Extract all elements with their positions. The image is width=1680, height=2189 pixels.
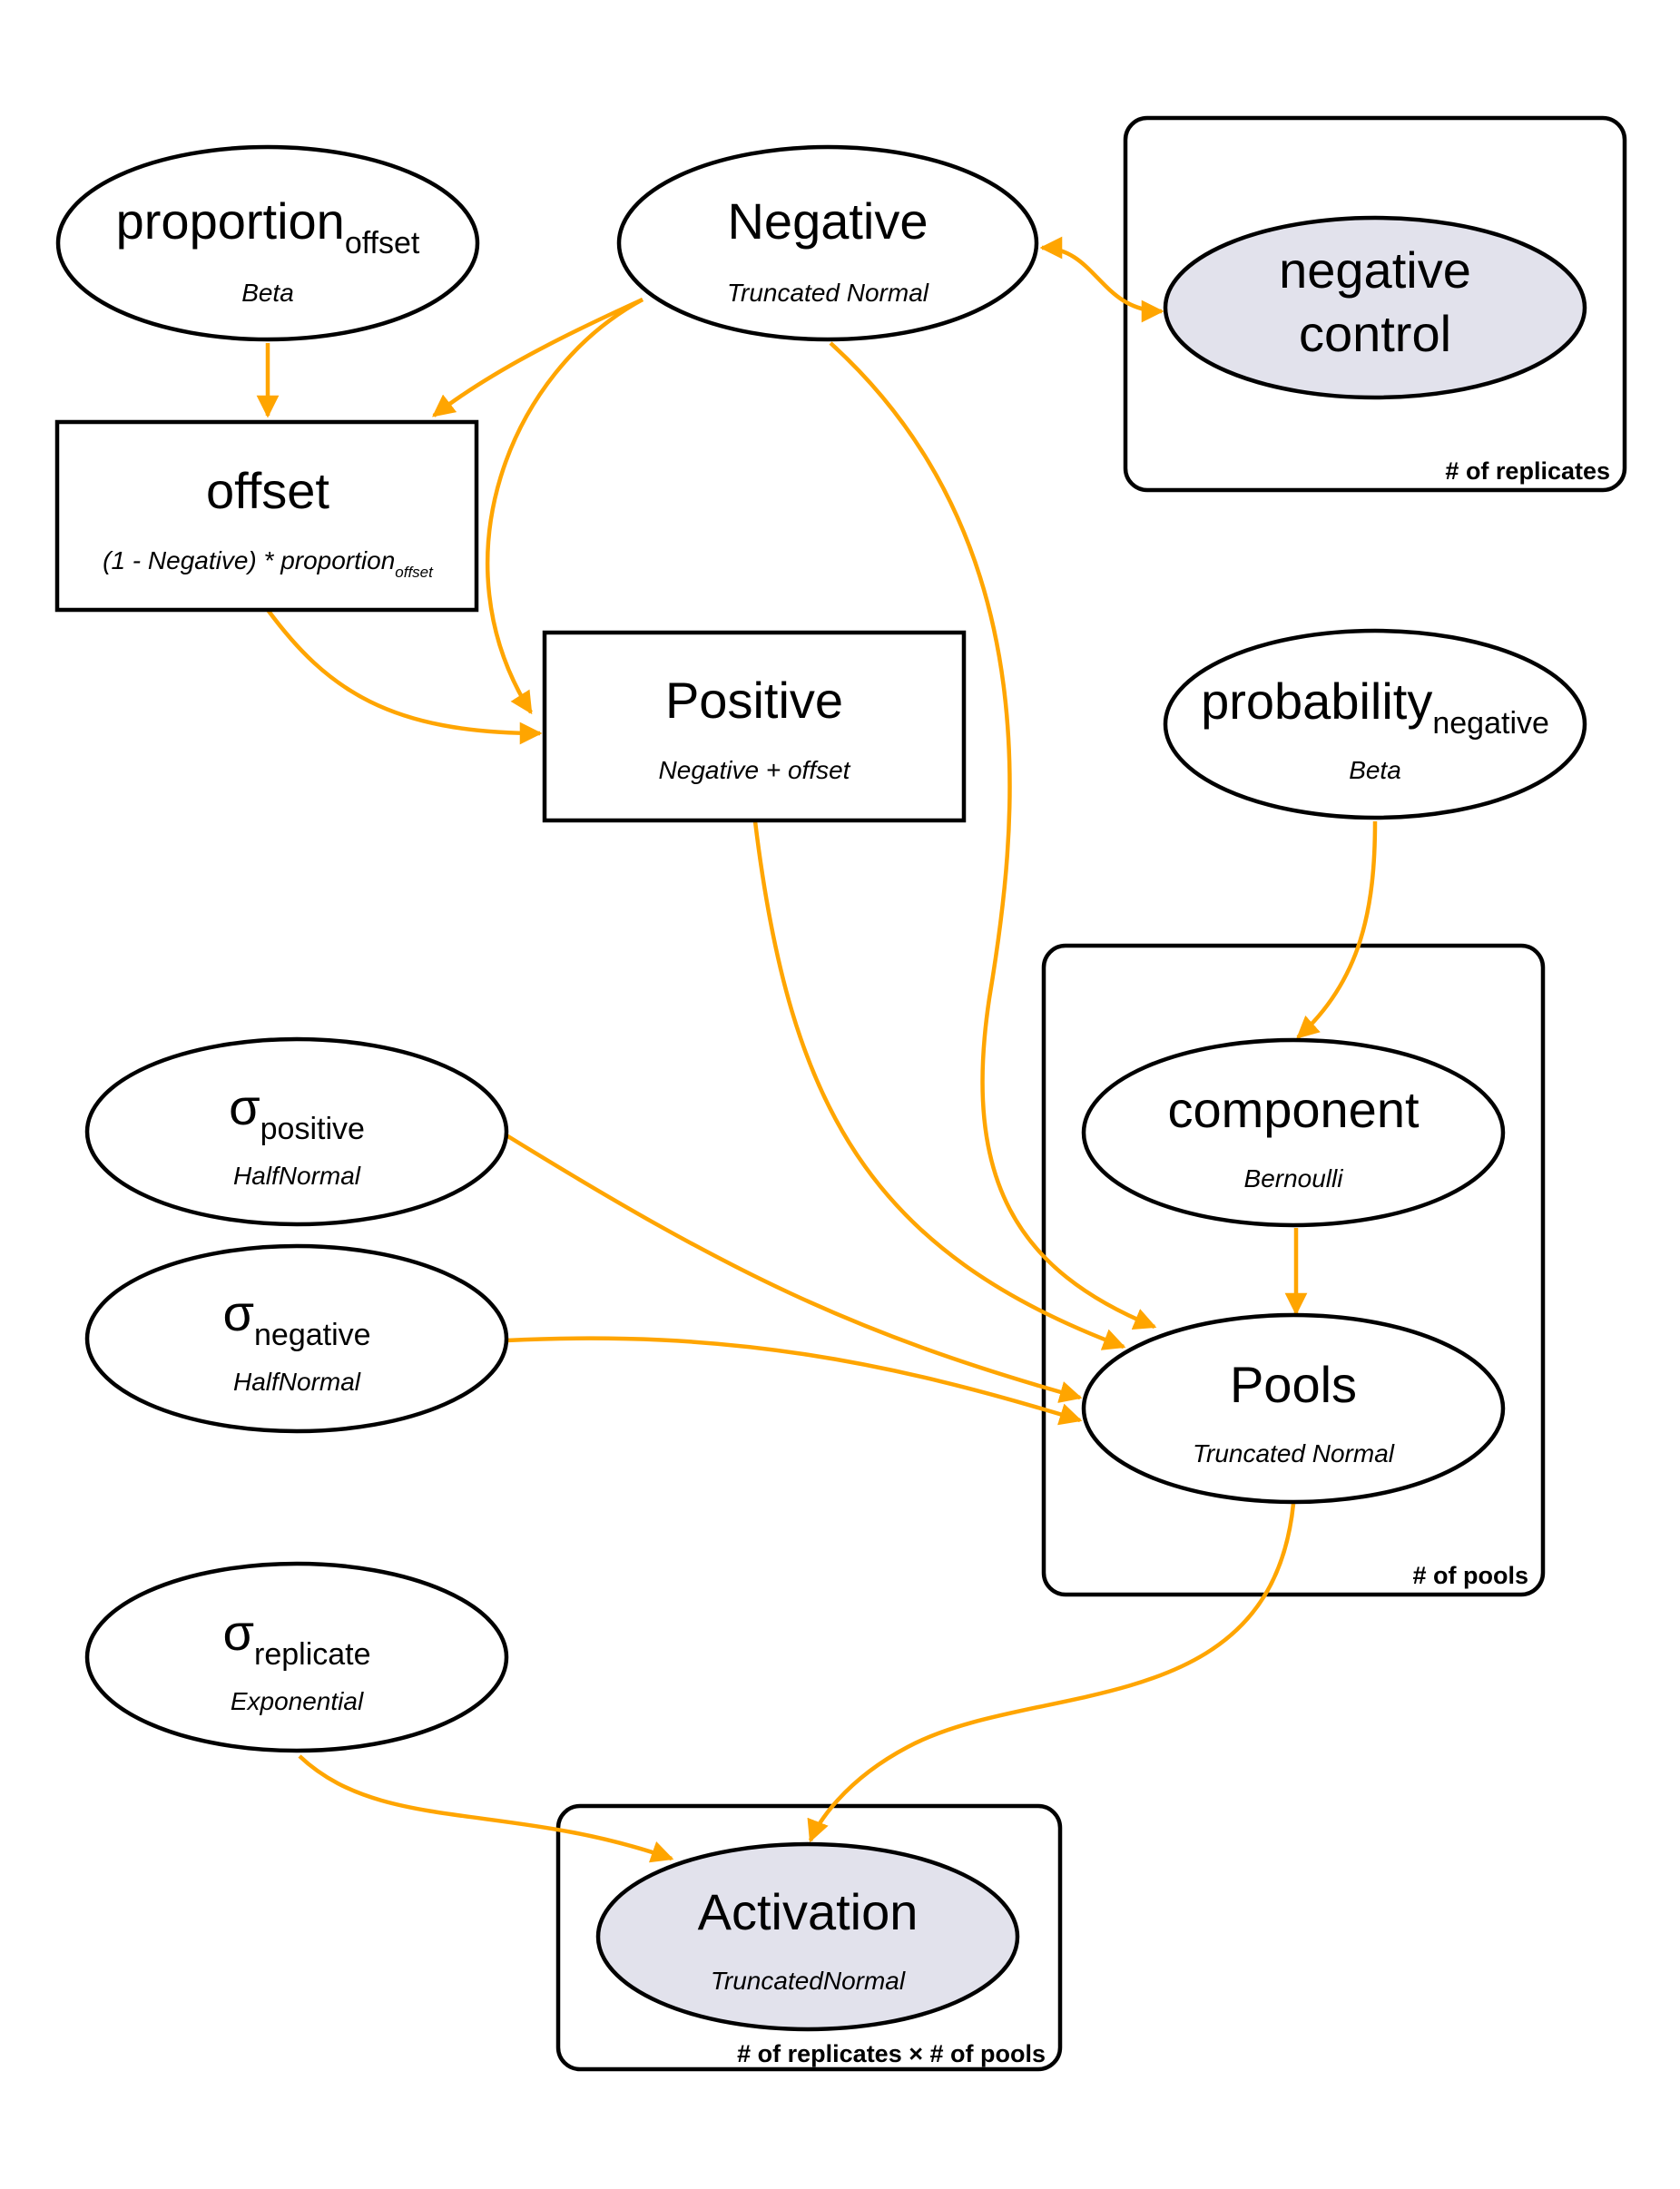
sigma-positive-distribution: HalfNormal: [233, 1162, 361, 1190]
offset-formula-subscript: offset: [395, 564, 434, 581]
sigma-negative-subscript: negative: [254, 1318, 371, 1352]
activation-title: Activation: [698, 1883, 919, 1940]
plate-replicates-pools-label: # of replicates × # of pools: [737, 2040, 1046, 2067]
edge-probability-negative-to-component: [1296, 820, 1378, 1039]
sigma-negative-distribution: HalfNormal: [233, 1368, 361, 1396]
negative-distribution: Truncated Normal: [727, 279, 929, 307]
edge-negative-to-pools: [829, 341, 1157, 1330]
negative-control-title-line2: control: [1299, 305, 1451, 362]
positive-title: Positive: [665, 672, 843, 729]
edge-offset-to-positive: [266, 608, 543, 745]
edge-negative-negative-control: [1039, 236, 1164, 323]
node-proportion-offset: proportionoffset Beta: [55, 144, 480, 342]
svg-text:σreplicate: σreplicate: [222, 1604, 370, 1672]
node-probability-negative: probabilitynegative Beta: [1163, 628, 1587, 820]
offset-title: offset: [206, 462, 329, 519]
edge-negative-to-offset: [432, 297, 644, 417]
offset-formula-main: (1 - Negative) * proportion: [103, 546, 395, 574]
edge-positive-to-pools: [752, 820, 1126, 1350]
svg-text:(1 - Negative) * proportionoff: (1 - Negative) * proportionoffset: [103, 546, 434, 581]
sigma-positive-title: σ: [229, 1078, 260, 1135]
edges: [256, 236, 1378, 1863]
component-distribution: Bernoulli: [1244, 1164, 1344, 1193]
node-negative: Negative Truncated Normal: [616, 144, 1039, 342]
plate-replicates-pools: # of replicates × # of pools: [555, 1803, 1063, 2072]
node-component: component Bernoulli: [1081, 1037, 1506, 1228]
proportion-offset-subscript: offset: [345, 226, 420, 260]
component-title: component: [1167, 1081, 1420, 1138]
pools-title: Pools: [1230, 1356, 1357, 1413]
negative-title: Negative: [727, 192, 928, 250]
svg-text:probabilitynegative: probabilitynegative: [1201, 672, 1549, 741]
svg-text:proportionoffset: proportionoffset: [116, 192, 420, 260]
node-activation: Activation TruncatedNormal: [595, 1841, 1020, 2032]
node-positive: Positive Negative + offset: [542, 630, 967, 823]
edge-sigma-positive-to-pools: [505, 1134, 1083, 1403]
negative-control-title-line1: negative: [1279, 241, 1471, 299]
sigma-replicate-subscript: replicate: [254, 1637, 371, 1672]
node-sigma-replicate: σreplicate Exponential: [84, 1561, 509, 1753]
edge-pools-to-activation: [807, 1503, 1296, 1843]
sigma-negative-title: σ: [222, 1284, 254, 1341]
plate-pools-label: # of pools: [1413, 1562, 1529, 1589]
proportion-offset-title: proportion: [116, 192, 345, 250]
pools-distribution: Truncated Normal: [1193, 1439, 1395, 1468]
sigma-replicate-distribution: Exponential: [231, 1687, 364, 1715]
positive-formula: Negative + offset: [659, 756, 851, 784]
edge-negative-to-positive: [485, 298, 644, 715]
probability-negative-subscript: negative: [1432, 706, 1549, 741]
plate-replicates-label: # of replicates: [1445, 457, 1610, 485]
edge-sigma-negative-to-pools: [506, 1336, 1083, 1426]
proportion-offset-distribution: Beta: [241, 279, 294, 307]
node-sigma-negative: σnegative HalfNormal: [84, 1243, 509, 1434]
sigma-replicate-title: σ: [222, 1604, 254, 1661]
node-sigma-positive: σpositive HalfNormal: [84, 1036, 509, 1227]
edge-sigma-replicate-to-activation: [298, 1754, 674, 1863]
plate-pools: # of pools: [1041, 943, 1546, 1597]
activation-distribution: TruncatedNormal: [711, 1967, 906, 1995]
node-pools: Pools Truncated Normal: [1081, 1312, 1506, 1505]
svg-text:σnegative: σnegative: [222, 1284, 370, 1352]
node-offset: offset (1 - Negative) * proportionoffset: [54, 419, 479, 613]
probability-negative-title: probability: [1201, 672, 1432, 730]
node-negative-control: negative control: [1163, 215, 1587, 400]
svg-text:σpositive: σpositive: [229, 1078, 365, 1146]
sigma-positive-subscript: positive: [260, 1112, 365, 1146]
probability-negative-distribution: Beta: [1349, 756, 1401, 784]
